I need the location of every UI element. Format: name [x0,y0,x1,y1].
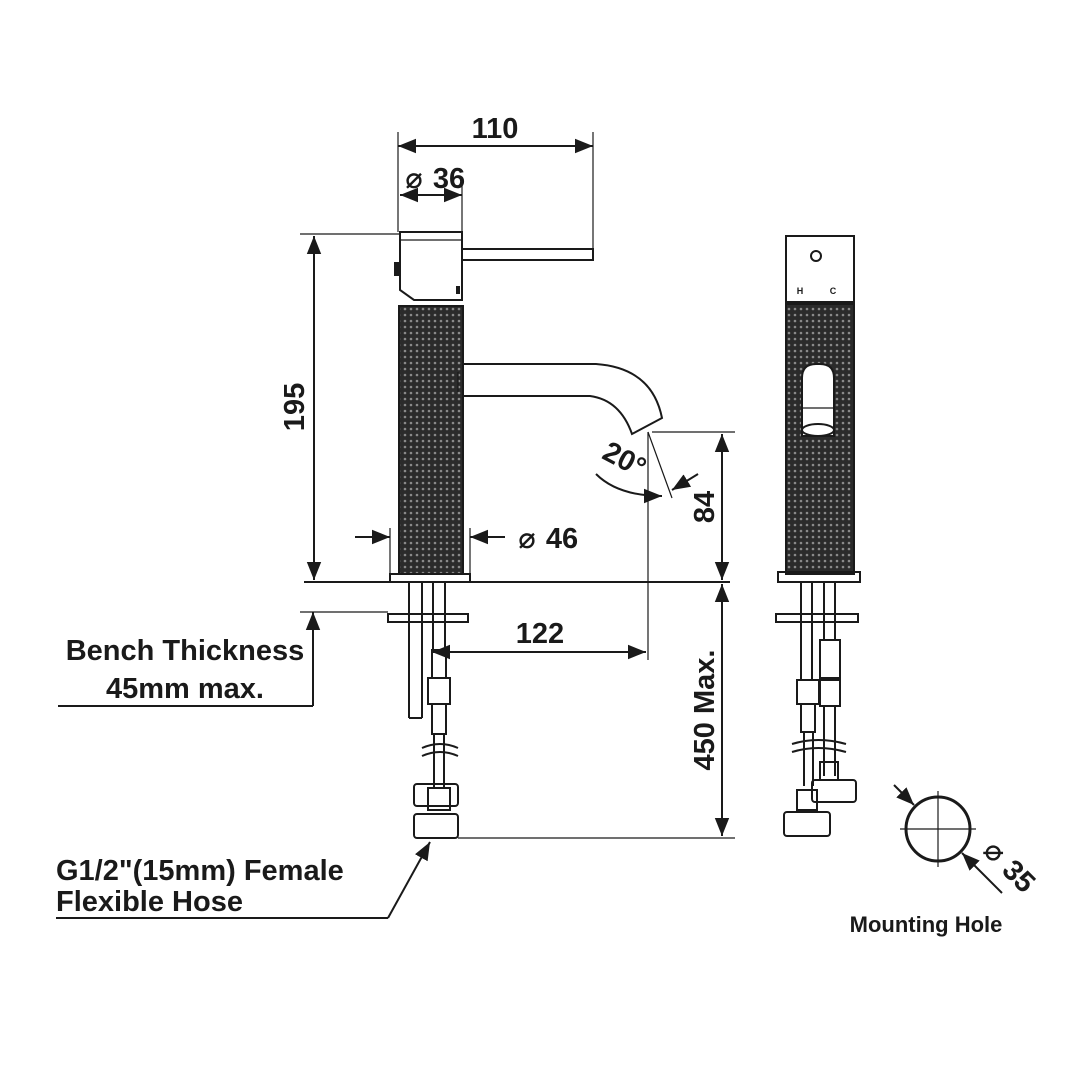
dim-handle-diameter [400,186,463,232]
hose-spec-label: G1/2"(15mm) Female [56,855,344,887]
hot-marker: H [797,286,804,296]
front-handle-cap [785,235,855,303]
front-spout [801,363,835,437]
hose-assembly [413,649,459,839]
dim-84: 84 [689,491,721,523]
handle-cap [399,231,463,301]
dim-36: 36 [433,163,465,195]
dim-46: 46 [546,523,578,555]
dim-spout-angle [595,431,699,660]
hose-type-label: Flexible Hose [56,886,243,918]
diameter-symbol-46: ⌀ [518,523,535,555]
handle-lever [462,248,594,261]
spout [462,363,664,436]
bench-thickness-max: 45mm max. [106,673,264,705]
mounting-hole-label: Mounting Hole [850,912,1003,937]
dim-110: 110 [472,113,519,145]
dim-20deg: 20° [597,436,651,485]
mounting-hole [893,784,1003,894]
front-hose-assembly [783,639,857,837]
dim-spout-height [652,431,735,580]
dim-195: 195 [279,383,311,431]
front-view: H C [775,235,861,837]
diameter-symbol-35: ⌀ [977,834,1012,869]
cold-marker: C [830,286,837,296]
front-base-flange [777,571,861,583]
dim-122: 122 [516,618,564,650]
dim-body-height [300,233,400,580]
knurled-body [398,305,464,575]
dim-handle-length [397,132,594,249]
diameter-symbol-36: ⌀ [405,163,422,195]
side-view [304,231,730,839]
bench-thickness-leader [58,611,388,707]
hose-leader [56,841,431,919]
bench-thickness-label: Bench Thickness [66,635,305,667]
dim-body-diameter [355,528,505,582]
base-flange [389,573,471,583]
dim-450-max: 450 Max. [689,650,721,771]
dim-hose-length [458,584,735,839]
front-knurled-body [785,303,855,575]
